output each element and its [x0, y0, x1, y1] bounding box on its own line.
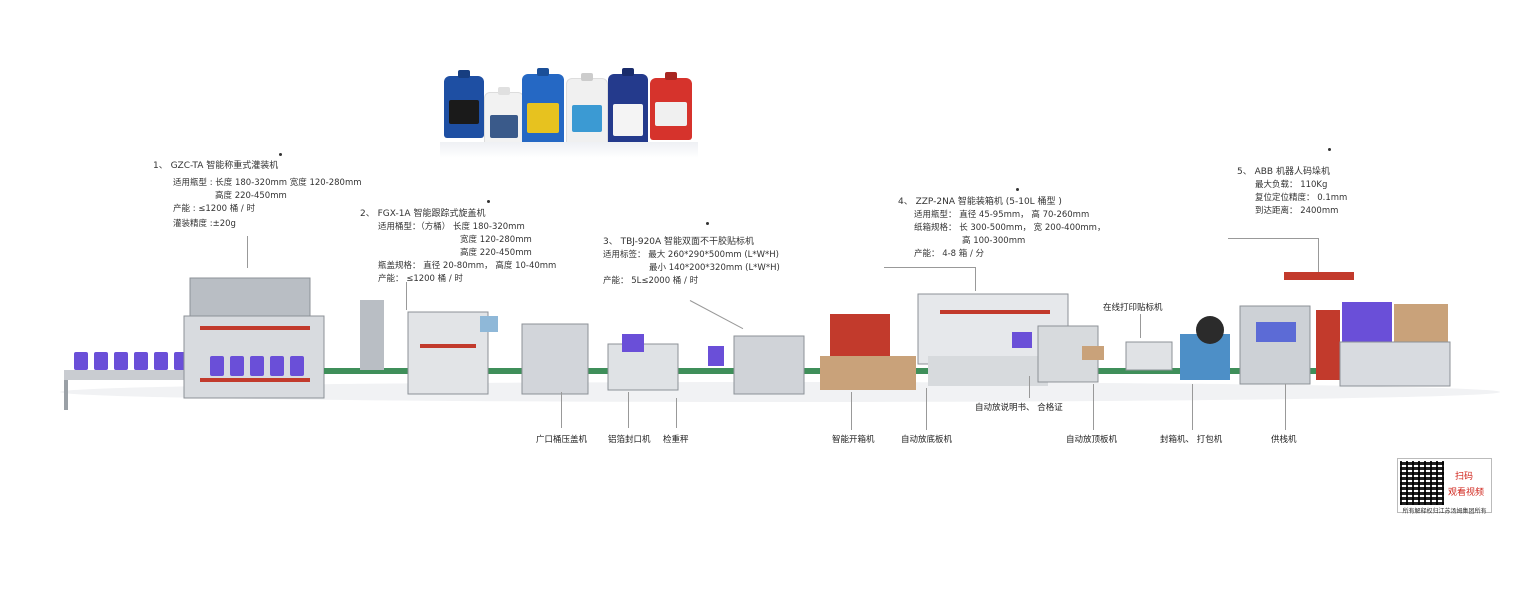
- callout-dot: [1328, 148, 1331, 151]
- spec-line: 复位定位精度： 0.1mm: [1255, 193, 1348, 203]
- callout-dot: [1016, 188, 1019, 191]
- label-manual-insert: 自动放说明书、 合格证: [975, 403, 1063, 413]
- qr-code[interactable]: [1400, 461, 1444, 505]
- spec-line: 最小 140*200*320mm (L*W*H): [649, 263, 780, 273]
- label-case-erector: 智能开箱机: [832, 435, 875, 445]
- spec-title: 4、 ZZP-2NA 智能装箱机 (5-10L 桶型 ): [898, 197, 1062, 207]
- label-sealer-strapper: 封箱机、 打包机: [1160, 435, 1223, 445]
- spec-line: 灌装精度 :±20g: [173, 219, 236, 229]
- leader-line: [1140, 314, 1141, 338]
- spec-line: 高 100-300mm: [962, 236, 1026, 246]
- leader-line: [676, 398, 677, 428]
- spec-line: 高度 220-450mm: [215, 191, 287, 201]
- production-line: [60, 260, 1500, 410]
- spec-line: 瓶盖规格： 直径 20-80mm， 高度 10-40mm: [378, 261, 557, 271]
- callout-line: [247, 236, 248, 268]
- spec-gzc-filling-machine: 1、 GZC-TA 智能称重式灌装机 适用瓶型 : 长度 180-320mm 宽…: [153, 160, 362, 231]
- qr-watch-video-label: 观看视频: [1448, 488, 1485, 498]
- spec-title: 2、 FGX-1A 智能跟踪式旋盖机: [360, 209, 486, 219]
- callout-line: [884, 267, 976, 268]
- spec-line: 适用瓶型： 直径 45-95mm， 高 70-260mm: [914, 210, 1090, 220]
- callout-line: [1318, 238, 1319, 278]
- spec-line: 适用桶型：（方桶） 长度 180-320mm: [378, 222, 525, 232]
- spec-line: 适用瓶型 : 长度 180-320mm 宽度 120-280mm: [173, 178, 362, 188]
- leader-line: [1285, 384, 1286, 430]
- qr-scan-label: 扫码: [1455, 472, 1474, 482]
- leader-line: [1029, 376, 1030, 398]
- copyright-text: 所有解释权归江苏汤姆集团所有: [1402, 508, 1487, 515]
- label-top-board-machine: 自动放顶板机: [1066, 435, 1118, 445]
- label-wide-mouth-capper: 广口桶压盖机: [536, 435, 588, 445]
- spec-line: 高度 220-450mm: [460, 248, 532, 258]
- spec-title: 1、 GZC-TA 智能称重式灌装机: [153, 161, 279, 171]
- callout-line: [406, 282, 407, 310]
- spec-title: 3、 TBJ-920A 智能双面不干胶贴标机: [603, 237, 755, 247]
- callout-line: [1228, 238, 1318, 239]
- leader-line: [561, 392, 562, 428]
- leader-line: [1093, 384, 1094, 430]
- callout-dot: [487, 200, 490, 203]
- spec-abb-palletizer: 5、 ABB 机器人码垛机 最大负载： 110Kg 复位定位精度： 0.1mm …: [1237, 166, 1347, 218]
- spec-line: 产能： ≤1200 桶 / 时: [378, 274, 463, 284]
- label-foil-sealer: 铝箔封口机: [608, 435, 651, 445]
- spec-line: 纸箱规格： 长 300-500mm， 宽 200-400mm，: [914, 223, 1106, 233]
- spec-line: 到达距离： 2400mm: [1255, 206, 1339, 216]
- spec-line: 宽度 120-280mm: [460, 235, 532, 245]
- callout-dot: [279, 153, 282, 156]
- leader-line: [628, 392, 629, 428]
- leader-line: [926, 388, 927, 430]
- spec-tbj-labeling-machine: 3、 TBJ-920A 智能双面不干胶贴标机 适用标签： 最大 260*290*…: [603, 236, 780, 288]
- callout-line: [975, 267, 976, 291]
- label-pallet-supply: 供栈机: [1271, 435, 1297, 445]
- qr-code-box[interactable]: 扫码 观看视频 所有解释权归江苏汤姆集团所有: [1397, 458, 1492, 515]
- label-bottom-board-machine: 自动放底板机: [901, 435, 953, 445]
- spec-line: 适用标签： 最大 260*290*500mm (L*W*H): [603, 250, 780, 260]
- leader-line: [1192, 384, 1193, 430]
- spec-line: 产能 : ≤1200 桶 / 时: [173, 204, 255, 214]
- product-bottles-image: [440, 68, 698, 160]
- label-online-labeler: 在线打印贴标机: [1103, 303, 1163, 313]
- spec-line: 最大负载： 110Kg: [1255, 180, 1328, 190]
- leader-line: [851, 392, 852, 430]
- callout-dot: [706, 222, 709, 225]
- spec-title: 5、 ABB 机器人码垛机: [1237, 167, 1330, 177]
- label-checkweigher: 检重秤: [663, 435, 689, 445]
- spec-zzp-case-packer: 4、 ZZP-2NA 智能装箱机 (5-10L 桶型 ) 适用瓶型： 直径 45…: [898, 196, 1105, 261]
- production-line-drawing: [60, 272, 1500, 410]
- spec-line: 产能： 4-8 箱 / 分: [914, 249, 985, 259]
- spec-fgx-capping-machine: 2、 FGX-1A 智能跟踪式旋盖机 适用桶型：（方桶） 长度 180-320m…: [360, 208, 556, 286]
- spec-line: 产能： 5L≤2000 桶 / 时: [603, 276, 699, 286]
